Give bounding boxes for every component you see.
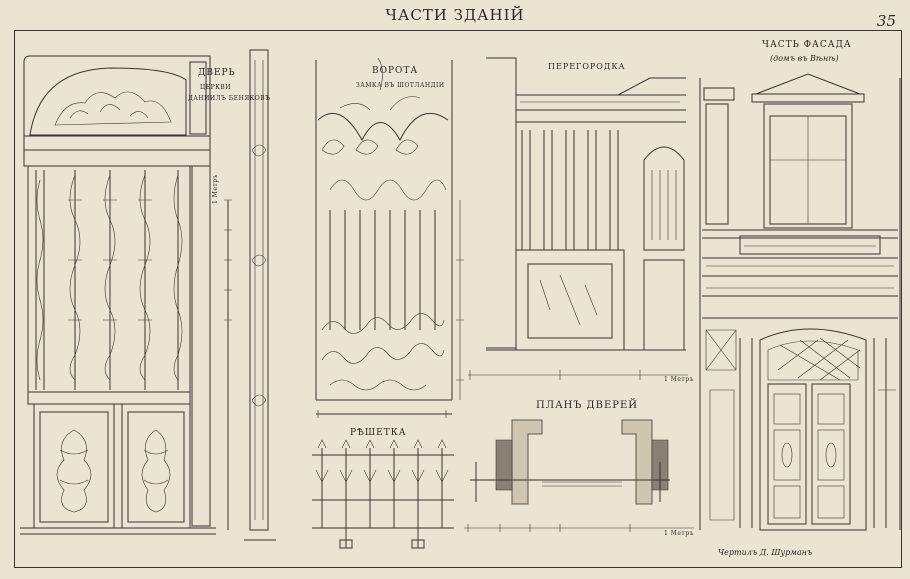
page-title: ЧАСТИ ЗДАНІЙ	[385, 6, 525, 24]
door-plan	[464, 419, 694, 532]
door-elevation	[20, 49, 276, 541]
door-subtitle-1: ЦЕРКВИ	[200, 84, 231, 91]
door-title: ДВЕРЬ	[198, 68, 236, 78]
page-number: 35	[876, 12, 896, 30]
door-subtitle-2: ДАНИИЛЪ БЕНЯКОВЪ	[188, 95, 271, 102]
facade-title: ЧАСТЬ ФАСАДА	[762, 40, 852, 50]
facade-elevation	[699, 73, 901, 531]
facade-subtitle: (домъ въ Вѣнѣ)	[770, 54, 839, 63]
gate-subtitle: ЗАМКА ВЪ ШОТЛАНДІИ	[356, 82, 445, 89]
gate-title: ВОРОТА	[372, 66, 419, 76]
plan-title: ПЛАНЪ ДВЕРЕЙ	[536, 400, 639, 411]
partition-title: ПЕРЕГОРОДКА	[548, 62, 626, 71]
sheet-border	[14, 30, 902, 568]
draftsman-signature: Чертилъ Д. Шурманъ	[718, 548, 813, 557]
door-scale-label: 1 Метръ	[212, 174, 219, 204]
grille-elevation	[312, 439, 454, 549]
grille-title: РѢШЕТКА	[350, 428, 407, 438]
partition-elevation	[468, 57, 688, 380]
partition-scale-label: 1 Метръ	[664, 376, 694, 383]
gate-elevation	[315, 57, 464, 418]
plan-scale-label: 1 Метръ	[664, 530, 694, 537]
